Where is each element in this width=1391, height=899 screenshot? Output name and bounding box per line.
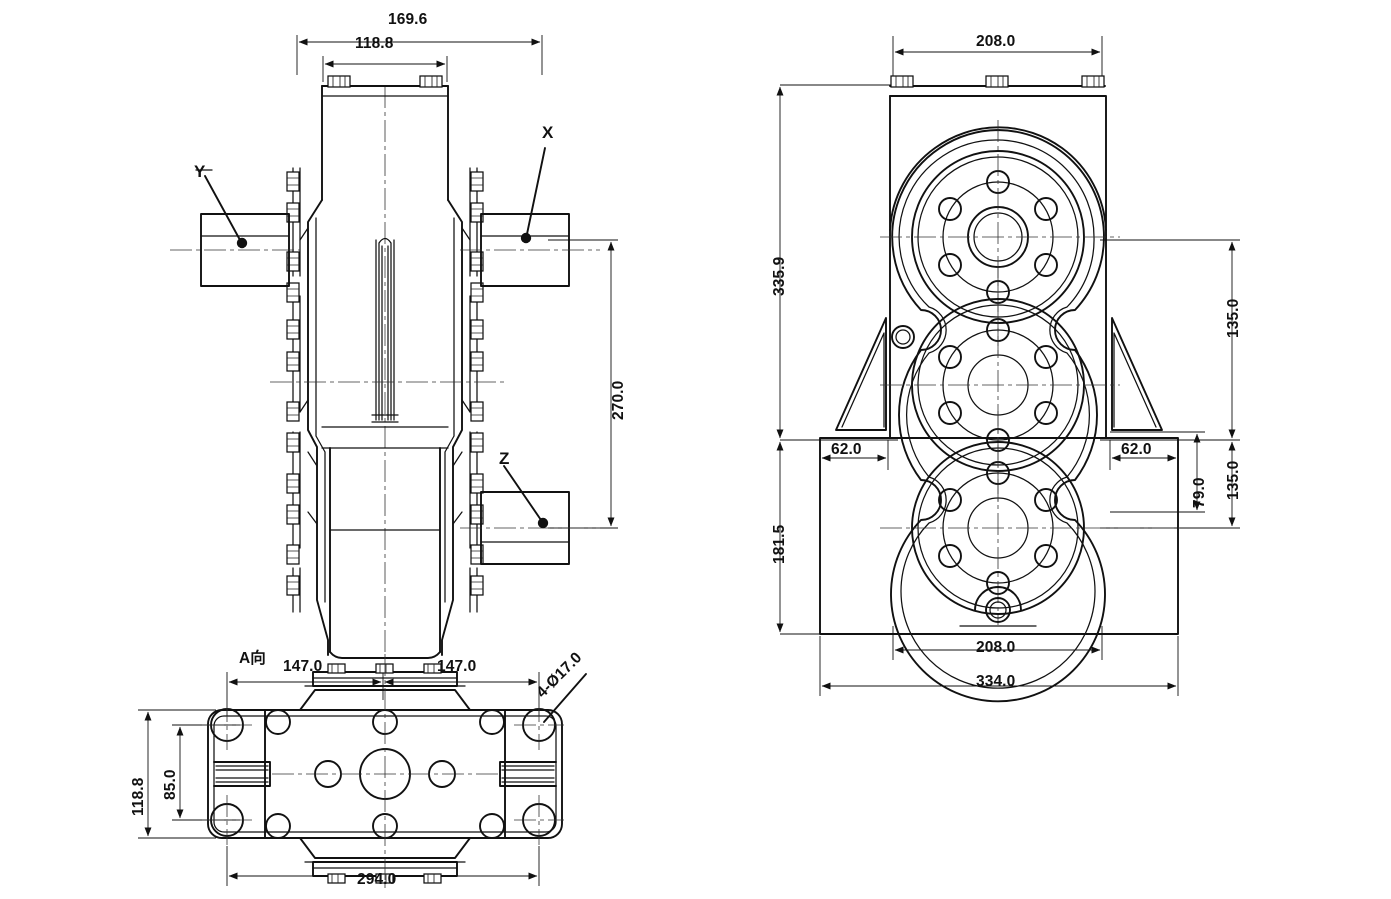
callout-label-z: Z: [499, 449, 510, 468]
dim-135-upper: [1100, 239, 1240, 441]
housing-outer-silhouette: [889, 95, 1107, 231]
hole-note-leader: [543, 673, 587, 723]
dim-label-62-left: 62.0: [831, 441, 862, 458]
dim-label-62-right: 62.0: [1121, 441, 1152, 458]
side-view: [776, 36, 1240, 703]
top-bolt-pad-left: [327, 75, 351, 88]
dim-label-294-0: 294.0: [357, 871, 397, 888]
dim-label-334-0: 334.0: [976, 673, 1016, 690]
top-bolt-pad-right: [419, 75, 443, 88]
mounting-holes: [202, 700, 564, 845]
rib-left: [835, 317, 887, 431]
callout-leader-y: [195, 169, 248, 249]
front-section-view: [170, 35, 618, 659]
dim-label-169-6: 169.6: [388, 11, 428, 28]
callout-leader-x: [520, 147, 546, 244]
top-bolt-center: [985, 75, 1009, 88]
dim-334-0: [819, 636, 1179, 696]
dim-label-135-upper: 135.0: [1225, 298, 1242, 338]
dim-label-118-8-side: 118.8: [130, 777, 147, 816]
breather-boss: [891, 325, 915, 349]
shaft-z: [460, 491, 600, 565]
callout-label-y: Y: [194, 162, 206, 181]
dim-label-270-0: 270.0: [610, 380, 627, 420]
dim-85-0: [172, 724, 240, 821]
inner-shaft-keyway: [371, 237, 399, 423]
dim-label-79-0: 79.0: [1191, 477, 1208, 508]
flange-bottom: [880, 411, 1180, 625]
dim-label-135-lower: 135.0: [1225, 460, 1242, 500]
body-left-profile: [307, 199, 329, 656]
callout-label-x: X: [542, 123, 554, 142]
shaft-y: [170, 213, 300, 287]
left-bolt-flange-stack: [286, 167, 318, 613]
top-bolt-right: [1081, 75, 1105, 88]
dim-181-5: [776, 441, 900, 635]
dim-270-0: [548, 239, 618, 529]
shaft-slot-left: [213, 761, 271, 787]
lobe-outline-inner: [898, 139, 1096, 689]
shaft-slot-right: [499, 761, 557, 787]
boss-bl: [265, 813, 291, 839]
housing-base: [819, 437, 1179, 635]
rib-right: [1111, 317, 1163, 431]
dim-79-0: [1110, 431, 1205, 513]
dim-335-9: [776, 84, 898, 441]
flange-top: [880, 120, 1120, 356]
top-bolt-left: [890, 75, 914, 88]
dim-label-147-right: 147.0: [437, 658, 477, 675]
dim-label-85-0: 85.0: [162, 769, 179, 800]
dim-label-118-8-top: 118.8: [355, 35, 394, 52]
dim-label-181-5: 181.5: [771, 524, 788, 564]
view-a-plan: [138, 654, 587, 890]
dim-169-6: [296, 35, 543, 75]
dim-118-8-top: [322, 56, 448, 82]
drain-plug: [985, 597, 1011, 623]
right-bolt-flange-stack: [452, 167, 484, 613]
dim-label-208-bottom: 208.0: [976, 639, 1016, 656]
dim-118-8-side: [138, 709, 216, 839]
boss-br: [479, 813, 505, 839]
casing-body: [264, 709, 506, 839]
callout-leader-z: [503, 465, 549, 529]
dim-208-bottom: [892, 626, 1103, 660]
dim-label-208-top: 208.0: [976, 33, 1016, 50]
boss-tr: [479, 709, 505, 735]
boss-tl: [265, 709, 291, 735]
shaft-x: [460, 213, 600, 287]
dim-label-147-left: 147.0: [283, 658, 323, 675]
view-a-label: A向: [239, 650, 266, 667]
dim-label-335-9: 335.9: [771, 256, 788, 296]
